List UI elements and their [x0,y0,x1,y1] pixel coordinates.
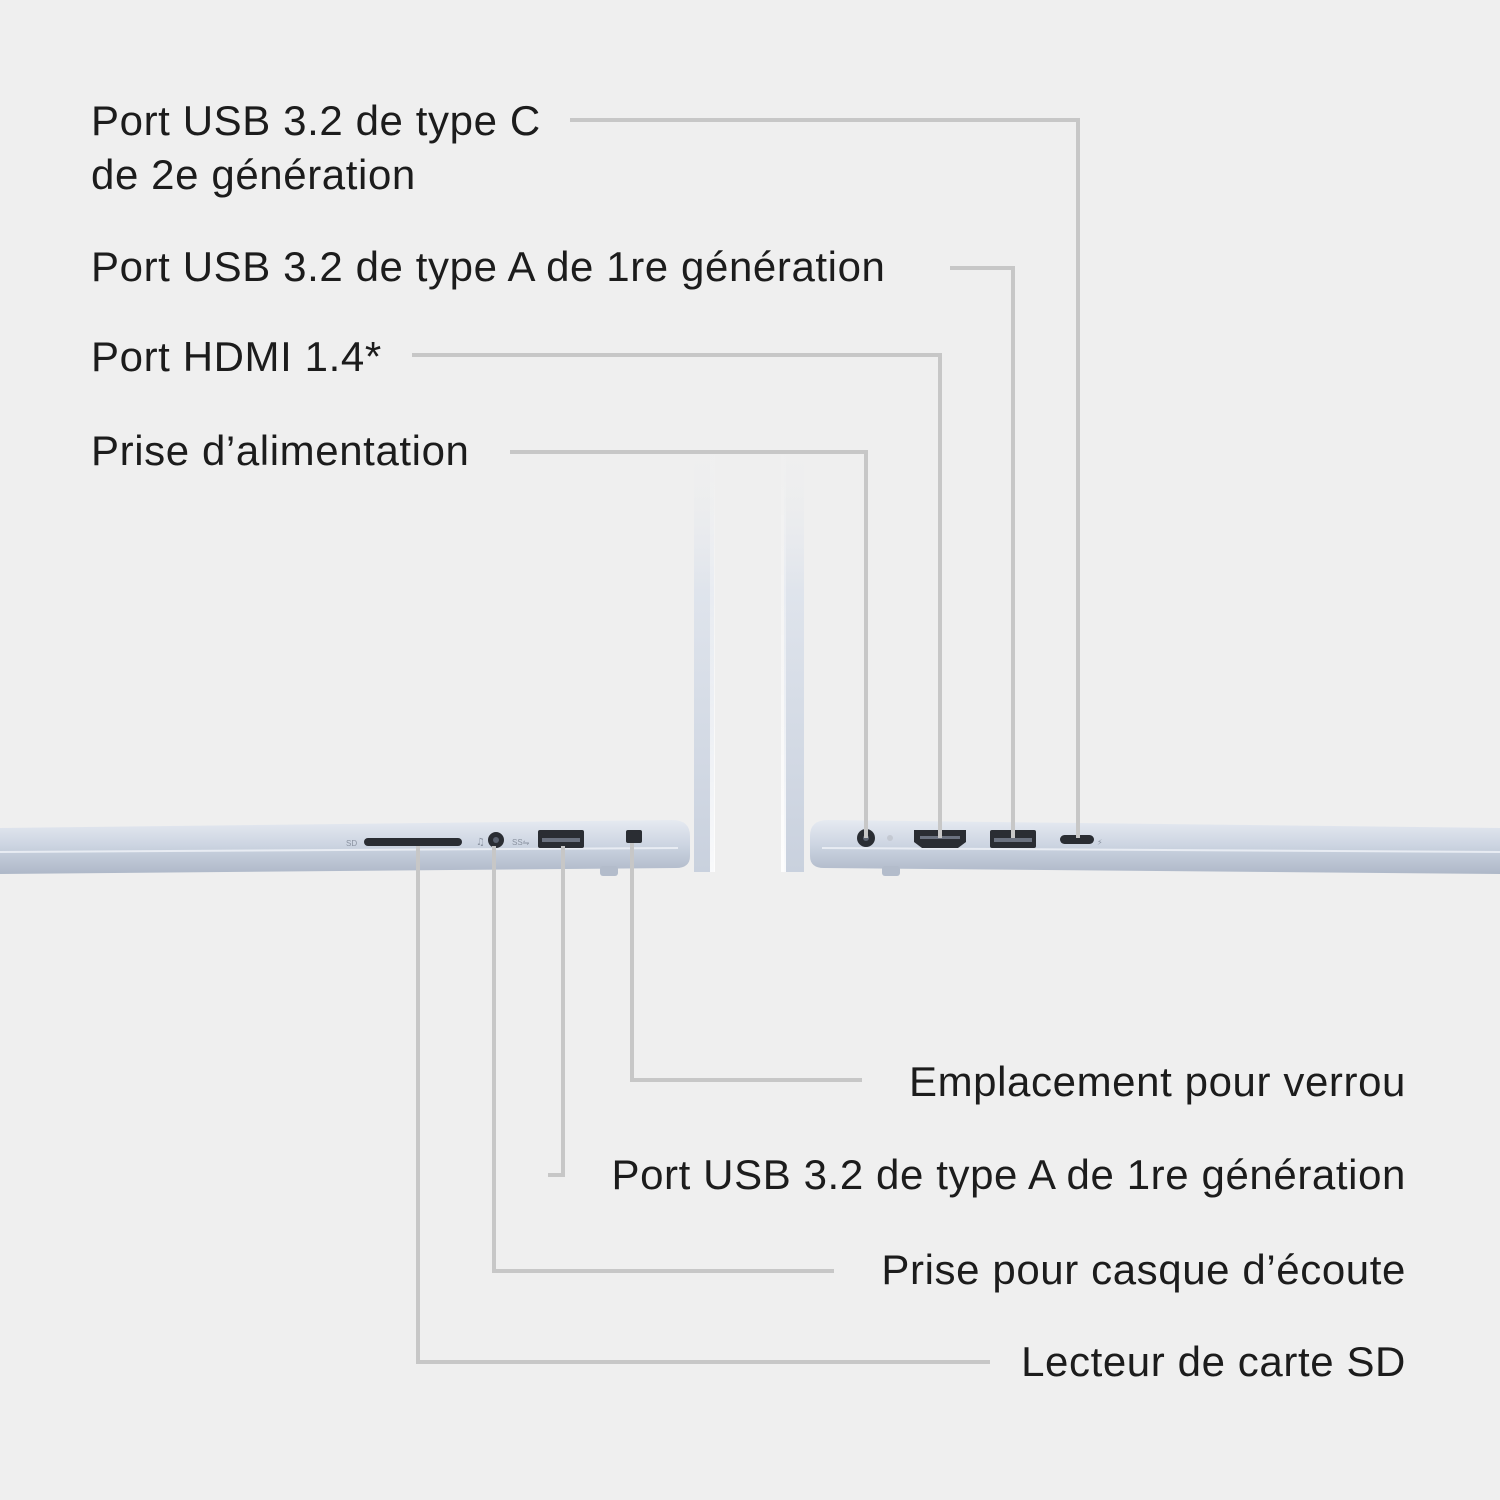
lock-slot-icon [626,830,642,843]
label-power: Prise d’alimentation [91,424,470,478]
sd-slot-icon [364,838,462,846]
leader-line-hdmi [412,353,942,838]
label-headphone-line-1: Prise pour casque d’écoute [881,1246,1406,1293]
left-lid-highlight [710,440,715,872]
leader-line-power [510,450,868,838]
label-usb-a-left: Port USB 3.2 de type A de 1re génération [611,1148,1406,1202]
label-usb-a-right: Port USB 3.2 de type A de 1re génération [91,240,886,294]
label-power-line-1: Prise d’alimentation [91,427,470,474]
label-lock-line-1: Emplacement pour verrou [908,1058,1406,1105]
right-laptop: ⚡ [781,440,1500,876]
usb-c-port-icon [1060,835,1094,844]
right-base [810,820,1500,874]
sd-logo-icon: SD [346,839,357,848]
right-lid [784,440,804,872]
label-headphone: Prise pour casque d’écoute [881,1243,1406,1297]
power-led-icon [887,835,893,841]
label-usb-a-left-line-1: Port USB 3.2 de type A de 1re génération [611,1151,1406,1198]
label-usb-c-line-1: Port USB 3.2 de type C [91,97,541,144]
label-sd-line-1: Lecteur de carte SD [1021,1338,1406,1385]
label-hdmi-line-1: Port HDMI 1.4* [91,333,382,380]
label-usb-c-line-2: de 2e génération [91,151,416,198]
label-usb-a-right-line-1: Port USB 3.2 de type A de 1re génération [91,243,886,290]
leader-line-usb-c [570,118,1080,838]
thunderbolt-logo-icon: ⚡ [1097,838,1103,847]
leader-line-sd [416,846,990,1364]
label-lock: Emplacement pour verrou [909,1055,1406,1109]
headphone-logo-icon: ♫ [476,837,485,848]
leader-line-lock [630,843,862,1082]
label-hdmi: Port HDMI 1.4* [91,330,382,384]
leader-line-usb-a-left [548,846,565,1177]
label-usb-c: Port USB 3.2 de type C de 2e génération [91,94,541,202]
leader-line-usb-a-right [950,266,1015,838]
left-lid [694,440,714,872]
left-base [0,820,690,874]
usb-logo-icon: SS⇋ [512,838,530,847]
leader-line-headphone [492,846,834,1273]
leader-lines [412,118,1080,1364]
left-laptop: SD ♫ SS⇋ [0,440,715,876]
label-sd: Lecteur de carte SD [1021,1335,1406,1389]
